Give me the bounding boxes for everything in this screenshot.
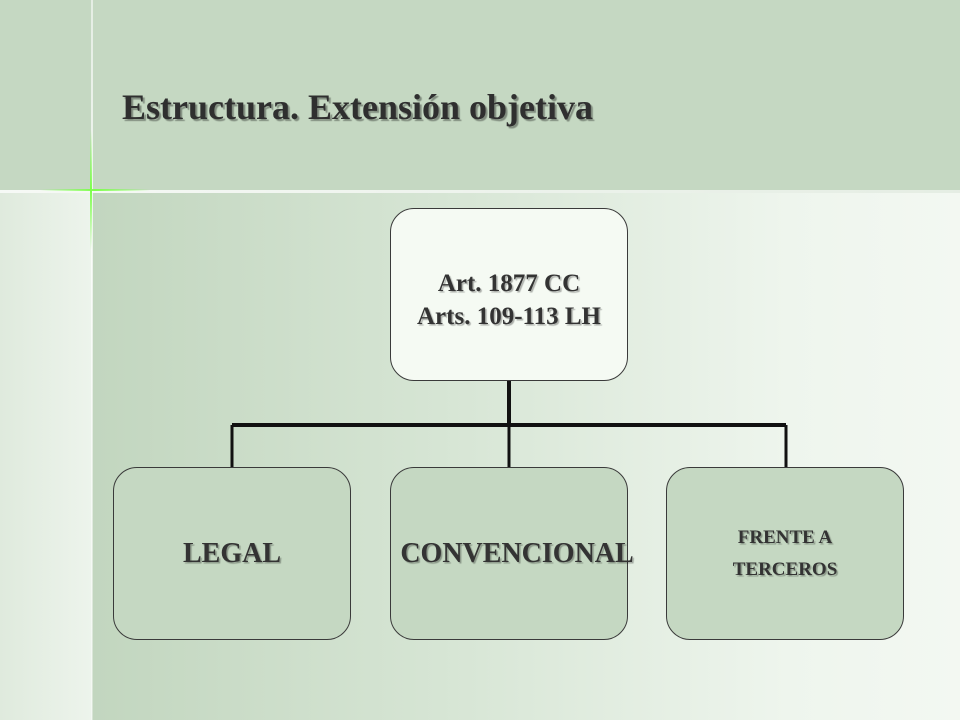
spark-vertical-decor — [90, 130, 92, 250]
child-node-legal-label: LEGAL — [182, 537, 282, 569]
root-node: Art. 1877 CC Arts. 109-113 LH — [390, 208, 628, 381]
divider-horizontal — [0, 190, 960, 193]
child-node-terceros-line-1: FRENTE A — [737, 526, 833, 548]
left-decor-strip — [0, 193, 92, 720]
divider-vertical — [91, 0, 93, 720]
root-node-line-2: Arts. 109-113 LH — [416, 302, 602, 330]
root-node-line-1: Art. 1877 CC — [437, 269, 581, 297]
child-node-legal: LEGAL — [113, 467, 351, 640]
slide-title: Estructura. Extensión objetiva — [122, 87, 593, 127]
spark-horizontal-decor — [40, 189, 150, 191]
title-band — [0, 0, 960, 193]
child-node-convencional: CONVENCIONAL — [390, 467, 634, 640]
child-node-frente-a-terceros: FRENTE A TERCEROS — [666, 467, 904, 640]
child-node-convencional-label: CONVENCIONAL — [400, 537, 634, 569]
child-node-terceros-line-2: TERCEROS — [732, 558, 838, 580]
